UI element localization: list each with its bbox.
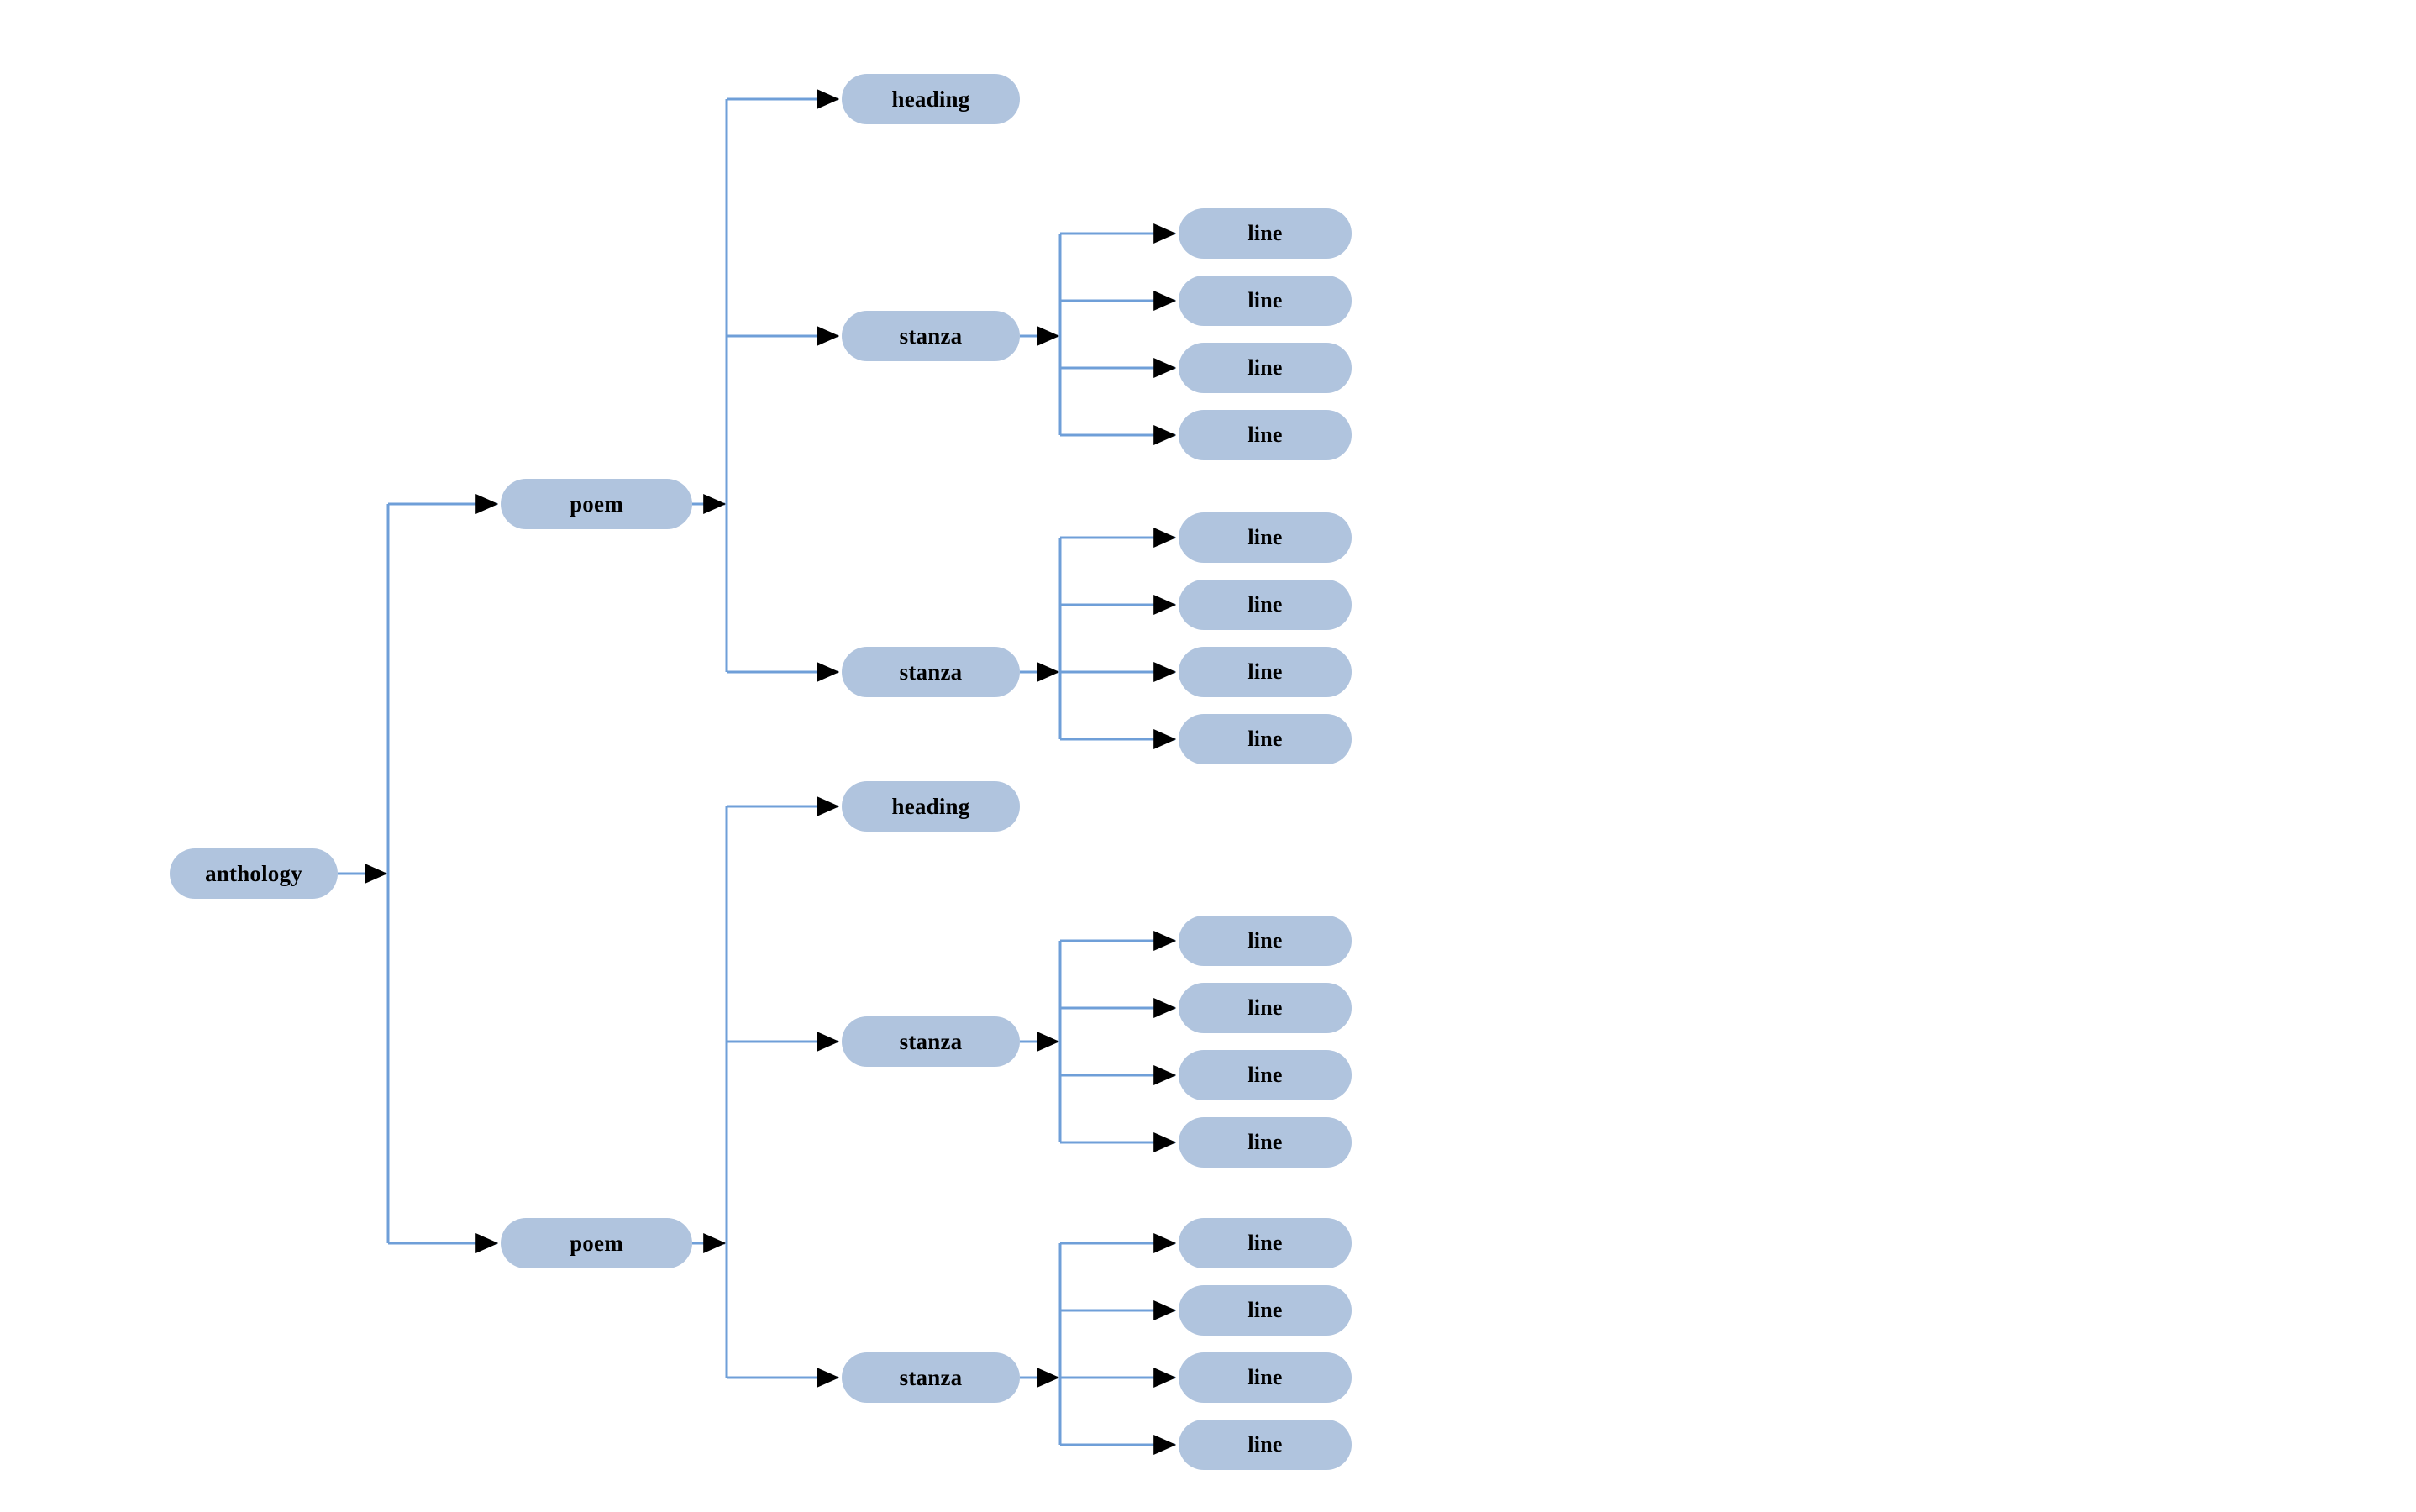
node-label: line (1247, 928, 1283, 953)
node-label: poem (570, 1230, 623, 1256)
node-label: stanza (899, 323, 963, 349)
node-label: line (1247, 355, 1283, 380)
node-p1-heading[interactable]: heading (842, 74, 1020, 124)
node-label: line (1247, 1298, 1283, 1322)
node-p2-s2-l2[interactable]: line (1179, 1285, 1352, 1336)
node-p2-s2-l3[interactable]: line (1179, 1352, 1352, 1403)
node-p1-s1-l1[interactable]: line (1179, 208, 1352, 259)
node-label: heading (891, 793, 970, 819)
node-label: line (1247, 1365, 1283, 1389)
node-poem2[interactable]: poem (501, 1218, 692, 1268)
node-p2-s2-l1[interactable]: line (1179, 1218, 1352, 1268)
node-p2-s1-l4[interactable]: line (1179, 1117, 1352, 1168)
node-p1-stanza1[interactable]: stanza (842, 311, 1020, 361)
node-p2-s1-l3[interactable]: line (1179, 1050, 1352, 1100)
node-label: line (1247, 995, 1283, 1020)
node-label: line (1247, 1130, 1283, 1154)
node-poem1[interactable]: poem (501, 479, 692, 529)
node-label: line (1247, 288, 1283, 312)
node-p2-heading[interactable]: heading (842, 781, 1020, 832)
node-p1-s2-l3[interactable]: line (1179, 647, 1352, 697)
node-label: line (1247, 423, 1283, 447)
node-p2-stanza2[interactable]: stanza (842, 1352, 1020, 1403)
node-p1-s2-l1[interactable]: line (1179, 512, 1352, 563)
node-p1-s2-l4[interactable]: line (1179, 714, 1352, 764)
node-p2-s1-l1[interactable]: line (1179, 916, 1352, 966)
node-p1-s1-l2[interactable]: line (1179, 276, 1352, 326)
node-p1-s1-l4[interactable]: line (1179, 410, 1352, 460)
node-label: line (1247, 221, 1283, 245)
node-p2-stanza1[interactable]: stanza (842, 1016, 1020, 1067)
node-label: line (1247, 1432, 1283, 1457)
node-label: line (1247, 727, 1283, 751)
node-label: line (1247, 592, 1283, 617)
node-anthology[interactable]: anthology (170, 848, 338, 899)
node-label: stanza (899, 1028, 963, 1054)
node-label: line (1247, 1231, 1283, 1255)
node-label: line (1247, 525, 1283, 549)
node-p1-s1-l3[interactable]: line (1179, 343, 1352, 393)
node-label: line (1247, 1063, 1283, 1087)
node-p2-s2-l4[interactable]: line (1179, 1420, 1352, 1470)
node-label: anthology (205, 860, 302, 886)
node-label: poem (570, 491, 623, 517)
node-p1-stanza2[interactable]: stanza (842, 647, 1020, 697)
node-label: line (1247, 659, 1283, 684)
node-label: stanza (899, 1364, 963, 1390)
node-label: heading (891, 86, 970, 112)
node-p1-s2-l2[interactable]: line (1179, 580, 1352, 630)
node-label: stanza (899, 659, 963, 685)
node-p2-s1-l2[interactable]: line (1179, 983, 1352, 1033)
